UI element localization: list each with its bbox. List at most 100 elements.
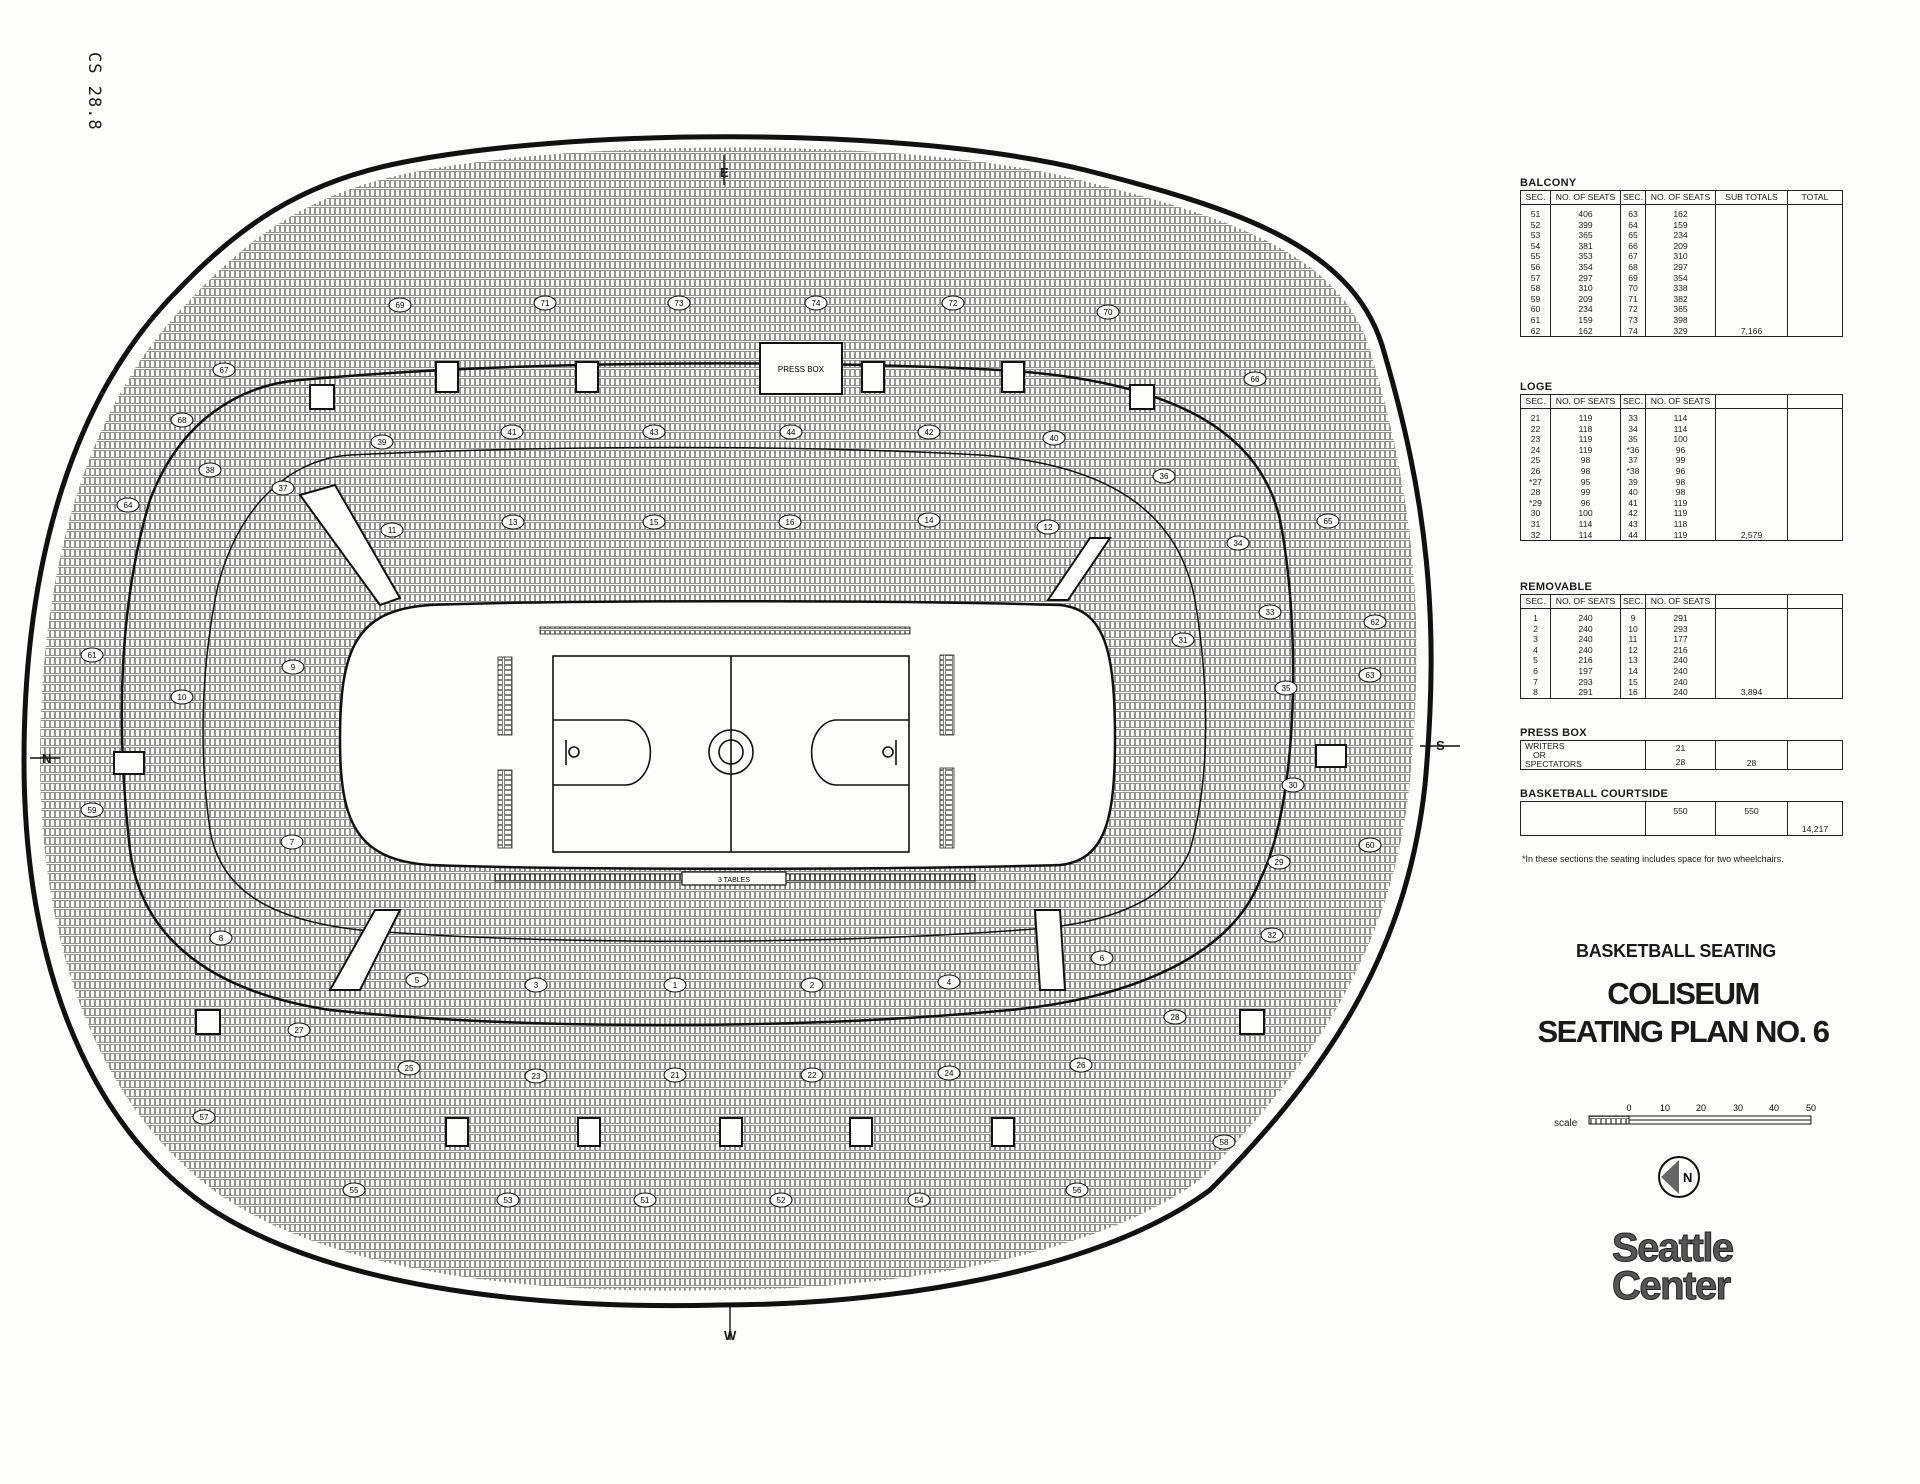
section-number[interactable]: 67	[212, 362, 236, 378]
loge-cell: 31	[1520, 518, 1551, 530]
section-number[interactable]: 26	[1069, 1057, 1093, 1073]
section-number[interactable]: 52	[769, 1192, 793, 1208]
section-number[interactable]: 63	[1358, 667, 1382, 683]
section-number[interactable]: 66	[1243, 371, 1267, 387]
section-number[interactable]: 58	[1212, 1134, 1236, 1150]
section-number[interactable]: 53	[496, 1192, 520, 1208]
section-number[interactable]: 1	[663, 977, 687, 993]
section-number[interactable]: 57	[192, 1109, 216, 1125]
section-number[interactable]: 43	[642, 424, 666, 440]
section-number[interactable]: 37	[271, 480, 295, 496]
section-number[interactable]: 39	[370, 434, 394, 450]
loge-cell	[1787, 518, 1843, 530]
section-number[interactable]: 59	[80, 802, 104, 818]
balcony-cell	[1787, 240, 1843, 252]
section-number[interactable]: 44	[779, 424, 803, 440]
section-number-label: 64	[124, 501, 133, 510]
section-number[interactable]: 11	[380, 522, 404, 538]
section-number[interactable]: 30	[1281, 777, 1305, 793]
section-number-label: 7	[290, 838, 295, 847]
section-number[interactable]: 25	[397, 1060, 421, 1076]
section-number[interactable]: 40	[1042, 430, 1066, 446]
section-number[interactable]: 7	[280, 834, 304, 850]
section-number[interactable]: 24	[937, 1065, 961, 1081]
section-number[interactable]: 6	[1090, 950, 1114, 966]
section-number[interactable]: 34	[1226, 535, 1250, 551]
section-number[interactable]: 4	[937, 974, 961, 990]
section-number[interactable]: 41	[500, 424, 524, 440]
removable-header-1: NO. OF SEATS	[1550, 594, 1621, 609]
section-number[interactable]: 62	[1363, 614, 1387, 630]
section-number[interactable]: 33	[1258, 604, 1282, 620]
section-number[interactable]: 8	[209, 930, 233, 946]
section-number[interactable]: 36	[1152, 468, 1176, 484]
section-number[interactable]: 10	[170, 689, 194, 705]
section-number[interactable]: 65	[1316, 513, 1340, 529]
section-number[interactable]: 60	[1358, 837, 1382, 853]
section-number[interactable]: 31	[1171, 632, 1195, 648]
loge-cell: 30	[1520, 508, 1551, 519]
section-number[interactable]: 55	[342, 1182, 366, 1198]
loge-cell: 2,579	[1715, 529, 1788, 541]
section-number[interactable]: 22	[800, 1067, 824, 1083]
section-number[interactable]: 73	[667, 295, 691, 311]
section-number[interactable]: 23	[524, 1068, 548, 1084]
section-number[interactable]: 35	[1274, 680, 1298, 696]
removable-cell: 14	[1620, 665, 1646, 677]
loge-cell	[1787, 465, 1843, 477]
section-number[interactable]: 54	[907, 1192, 931, 1208]
balcony-cell	[1787, 283, 1843, 294]
balcony-cell: 57	[1520, 272, 1551, 284]
section-number-label: 22	[808, 1071, 817, 1080]
section-number[interactable]: 56	[1065, 1182, 1089, 1198]
section-number[interactable]: 38	[198, 462, 222, 478]
section-number[interactable]: 5	[405, 972, 429, 988]
balcony-cell: 58	[1520, 283, 1551, 294]
section-number[interactable]: 13	[501, 514, 525, 530]
section-number[interactable]: 51	[633, 1192, 657, 1208]
balcony-cell: 297	[1645, 261, 1716, 273]
section-number-label: 9	[291, 663, 296, 672]
removable-cell: 16	[1620, 687, 1646, 699]
section-number[interactable]: 68	[170, 412, 194, 428]
section-number[interactable]: 3	[524, 977, 548, 993]
section-number[interactable]: 71	[533, 295, 557, 311]
removable-cell: 4	[1520, 644, 1551, 656]
section-number[interactable]: 69	[388, 297, 412, 313]
section-number[interactable]: 21	[663, 1067, 687, 1083]
section-number-label: 12	[1044, 523, 1053, 532]
grand-total: 14,217	[1801, 824, 1829, 835]
section-number[interactable]: 70	[1096, 304, 1120, 320]
balcony-header-1: NO. OF SEATS	[1550, 190, 1621, 205]
compass-east-label: E	[720, 165, 729, 180]
removable-cell	[1715, 634, 1788, 645]
section-number[interactable]: 15	[642, 514, 666, 530]
balcony-cell	[1787, 325, 1843, 337]
section-number[interactable]: 12	[1036, 519, 1060, 535]
section-number[interactable]: 32	[1260, 927, 1284, 943]
section-number[interactable]: 42	[917, 424, 941, 440]
balcony-cell: 68	[1620, 261, 1646, 273]
loge-cell: 119	[1645, 497, 1716, 509]
removable-cell: 291	[1645, 613, 1716, 624]
section-number[interactable]: 64	[116, 497, 140, 513]
section-number[interactable]: 14	[917, 512, 941, 528]
section-number[interactable]: 29	[1267, 854, 1291, 870]
section-number[interactable]: 72	[941, 295, 965, 311]
section-number[interactable]: 9	[281, 659, 305, 675]
section-number[interactable]: 2	[800, 977, 824, 993]
loge-cell	[1715, 465, 1788, 477]
section-number-label: 68	[178, 416, 187, 425]
section-number[interactable]: 16	[778, 514, 802, 530]
section-number[interactable]: 61	[80, 647, 104, 663]
loge-cell: 28	[1520, 487, 1551, 498]
section-number-label: 11	[388, 526, 397, 535]
section-number[interactable]: 74	[804, 295, 828, 311]
section-number[interactable]: 27	[287, 1022, 311, 1038]
section-number[interactable]: 28	[1163, 1009, 1187, 1025]
